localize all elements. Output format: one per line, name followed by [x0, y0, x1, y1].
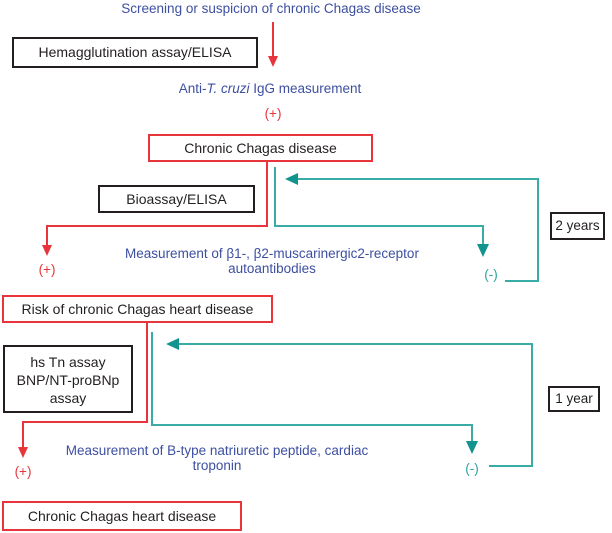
teal-loop1-connector	[505, 280, 539, 282]
teal-loop2-top-horizontal	[178, 343, 533, 345]
teal-path2-drop	[471, 424, 473, 442]
teal-path1-vertical	[274, 167, 276, 227]
hstn-line2: BNP/NT-proBNp	[16, 372, 120, 388]
red-elbow2-down-icon	[18, 447, 28, 458]
red-elbow1-vertical	[266, 162, 268, 227]
negative-result-2: (-)	[465, 461, 479, 476]
teal-path1-horizontal	[274, 225, 484, 227]
risk-label: Risk of chronic Chagas heart disease	[21, 301, 254, 317]
hstn-line1: hs Tn assay	[30, 354, 106, 370]
measurement1-line1: Measurement of β1-, β2-muscarinergic2-re…	[125, 246, 419, 261]
red-elbow1-drop	[46, 225, 48, 246]
teal-path2-horizontal	[151, 424, 473, 426]
interval-2years-box: 2 years	[550, 212, 605, 240]
teal-loop1-top-horizontal	[297, 178, 539, 180]
chronic-heart-label: Chronic Chagas heart disease	[27, 508, 217, 524]
measurement2-text: Measurement of B-type natriuretic peptid…	[62, 443, 372, 473]
measurement2-line1: Measurement of B-type natriuretic peptid…	[65, 443, 369, 458]
positive-result-3: (+)	[14, 464, 32, 479]
hstn-box: hs Tn assay BNP/NT-proBNp assay	[3, 345, 133, 413]
positive-result-1: (+)	[264, 106, 282, 121]
hemagglutination-box: Hemagglutination assay/ELISA	[12, 37, 258, 68]
arrow-screening-line	[272, 22, 274, 58]
teal-loop2-left-icon	[166, 338, 179, 350]
screening-title: Screening or suspicion of chronic Chagas…	[121, 1, 421, 16]
chronic-chagas-box: Chronic Chagas disease	[148, 134, 373, 162]
teal-path1-down-icon	[477, 244, 489, 257]
hemagglutination-label: Hemagglutination assay/ELISA	[38, 44, 232, 60]
interval-1year-box: 1 year	[548, 386, 600, 412]
red-elbow2-drop	[22, 421, 24, 448]
bioassay-label: Bioassay/ELISA	[126, 191, 227, 207]
red-elbow2-vertical	[146, 323, 148, 423]
teal-path1-drop	[482, 225, 484, 245]
interval-1year-label: 1 year	[555, 391, 593, 406]
measurement2-line2: troponin	[192, 458, 242, 473]
teal-path2-vertical	[151, 332, 153, 426]
measurement1-line2: autoantibodies	[228, 261, 316, 276]
anti-tcruzi-text: Anti-T. cruzi IgG measurement	[110, 81, 430, 96]
teal-loop2-connector	[489, 465, 533, 467]
chronic-heart-box: Chronic Chagas heart disease	[2, 501, 242, 531]
bioassay-box: Bioassay/ELISA	[98, 185, 255, 213]
red-elbow2-horizontal	[22, 421, 148, 423]
positive-result-2: (+)	[38, 262, 56, 277]
risk-box: Risk of chronic Chagas heart disease	[2, 295, 273, 323]
anti-suffix: IgG measurement	[249, 81, 362, 96]
interval-2years-label: 2 years	[555, 218, 600, 233]
chronic-chagas-label: Chronic Chagas disease	[184, 140, 337, 156]
negative-result-1: (-)	[484, 267, 498, 282]
anti-prefix: Anti-	[178, 81, 207, 96]
red-elbow1-down-icon	[42, 245, 52, 256]
teal-loop2-right-vertical	[531, 343, 533, 467]
measurement1-text: Measurement of β1-, β2-muscarinergic2-re…	[112, 246, 432, 276]
anti-italic: T. cruzi	[206, 81, 250, 96]
teal-loop1-right-vertical	[537, 178, 539, 282]
teal-loop1-left-icon	[285, 173, 298, 185]
red-elbow1-horizontal	[46, 225, 268, 227]
teal-path2-down-icon	[466, 441, 478, 454]
hstn-line3: assay	[49, 390, 87, 406]
arrow-screening-down-icon	[268, 56, 278, 67]
